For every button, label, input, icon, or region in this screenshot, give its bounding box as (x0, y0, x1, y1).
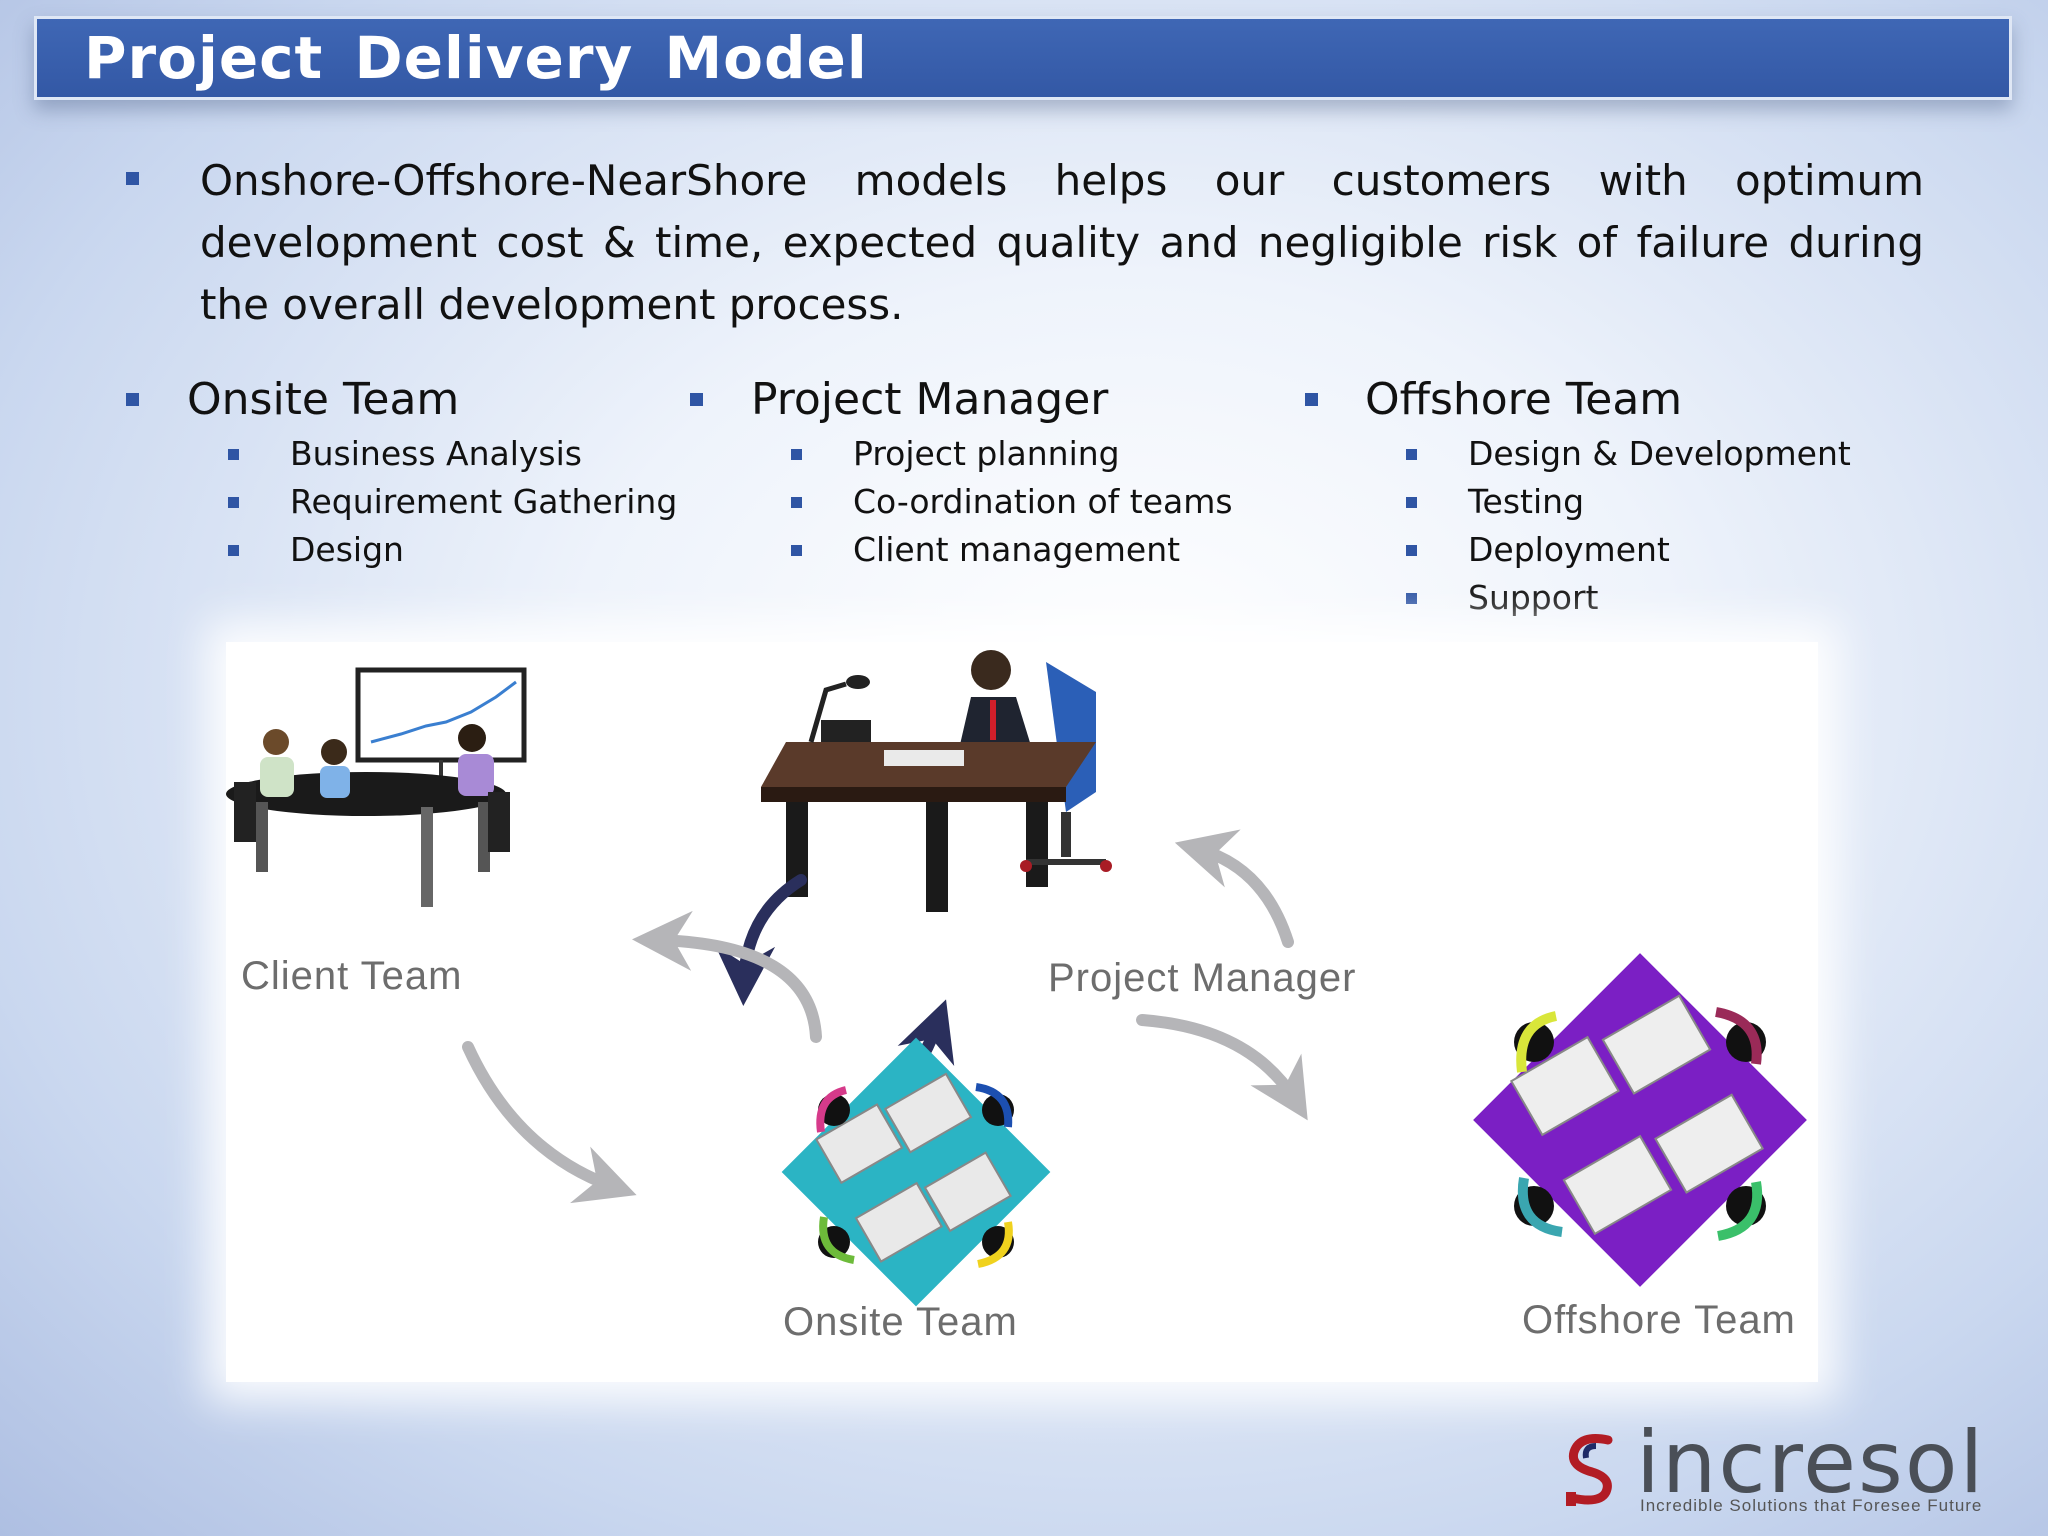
offshore-item: Support (1468, 578, 1599, 617)
pm-item-bullet (791, 497, 802, 508)
offshore-item-bullet (1406, 545, 1417, 556)
onsite-item-bullet (228, 497, 239, 508)
pm-item-bullet (791, 545, 802, 556)
intro-paragraph: Onshore-Offshore-NearShore models helps … (200, 156, 1924, 329)
onsite-heading: Onsite Team (187, 374, 460, 425)
pm-heading-bullet (690, 393, 703, 406)
onsite-item-bullet (228, 449, 239, 460)
pm-item: Co-ordination of teams (853, 482, 1233, 521)
onsite-item: Business Analysis (290, 434, 582, 473)
logo-wordmark: incresol (1636, 1413, 1986, 1513)
client-team-label: Client Team (241, 954, 463, 998)
offshore-item-bullet (1406, 593, 1417, 604)
offshore-team-illustration (1473, 953, 1807, 1287)
title-bar (34, 16, 2012, 100)
delivery-diagram: Client Team Project Manager Onsite Team … (226, 642, 1818, 1382)
pm-heading: Project Manager (751, 374, 1109, 425)
offshore-item-bullet (1406, 497, 1417, 508)
offshore-item: Testing (1468, 482, 1585, 521)
project-manager-label: Project Manager (1048, 956, 1357, 1000)
page-title: Project Delivery Model (84, 24, 868, 92)
pm-item: Project planning (853, 434, 1120, 473)
client-team-illustration (226, 667, 527, 907)
offshore-item-bullet (1406, 449, 1417, 460)
pm-item: Client management (853, 530, 1181, 569)
onsite-heading-bullet (126, 393, 139, 406)
offshore-heading: Offshore Team (1365, 374, 1683, 425)
pm-item-bullet (791, 449, 802, 460)
incresol-logo-mark (1566, 1434, 1613, 1506)
diagram-artwork (226, 650, 1807, 1307)
onsite-team-label: Onsite Team (783, 1300, 1018, 1344)
offshore-heading-bullet (1305, 393, 1318, 406)
onsite-item: Requirement Gathering (290, 482, 678, 521)
intro-bullet (126, 172, 139, 185)
onsite-team-illustration (781, 1037, 1051, 1307)
project-manager-illustration (761, 650, 1112, 912)
offshore-item: Deployment (1468, 530, 1670, 569)
onsite-item-bullet (228, 545, 239, 556)
logo-tagline: Incredible Solutions that Foresee Future (1640, 1496, 1983, 1515)
offshore-team-label: Offshore Team (1522, 1298, 1796, 1342)
onsite-item: Design (290, 530, 404, 569)
offshore-item: Design & Development (1468, 434, 1851, 473)
